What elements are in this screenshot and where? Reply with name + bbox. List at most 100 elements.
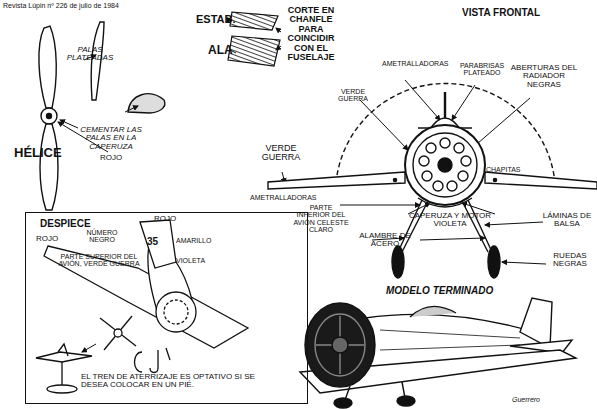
wing-stab-pieces xyxy=(228,36,280,66)
part-label: ESTAB. xyxy=(196,14,236,26)
source-note: Revista Lúpin nº 226 de julio de 1984 xyxy=(3,2,203,9)
leader-lines xyxy=(276,28,281,32)
section-heading: VISTA FRONTAL xyxy=(462,8,562,19)
finished-model-drawing xyxy=(332,337,348,353)
color-label: ROJO xyxy=(36,235,66,243)
exploded-view-box: DESPIECE ROJO NÚMERO NEGRO ROJO PARTE SUPERI… xyxy=(25,212,308,404)
part-label: ALA xyxy=(208,44,238,57)
color-label: ROJO xyxy=(100,154,130,162)
callout-number: 35 xyxy=(147,237,167,248)
color-label: VERDE GUERRA xyxy=(252,144,310,163)
front-view-drawing xyxy=(454,143,464,153)
wing-stab-pieces xyxy=(228,12,280,66)
part-label: PALAS PLATEADAS xyxy=(66,46,114,63)
leader-lines xyxy=(125,106,138,112)
finished-model-drawing xyxy=(520,298,552,348)
exploded-view-drawing xyxy=(156,292,196,332)
finished-model-drawing xyxy=(380,345,520,350)
propeller-drawing xyxy=(39,26,56,108)
color-label: VERDE GUERRA xyxy=(334,88,372,103)
leader-lines xyxy=(60,120,78,128)
part-label: NÚMERO NEGRO xyxy=(78,229,126,244)
front-view-drawing xyxy=(440,138,450,148)
front-view-drawing xyxy=(398,200,422,252)
finished-model-drawing xyxy=(334,398,352,408)
leader-lines xyxy=(502,262,546,264)
exploded-view-drawing xyxy=(135,352,143,372)
leader-lines xyxy=(340,205,420,206)
propeller-drawing xyxy=(128,94,165,113)
color-label: AMARILLO xyxy=(176,237,216,244)
signature: Guerrero xyxy=(512,396,562,403)
part-label: PARABRISAS PLATEADO xyxy=(456,62,508,77)
exploded-view-drawing xyxy=(164,300,188,324)
color-label: VIOLETA xyxy=(176,257,216,264)
front-view-drawing xyxy=(393,178,396,181)
exploded-view-drawing xyxy=(150,350,158,373)
leader-lines xyxy=(360,100,408,150)
front-view-drawing xyxy=(433,181,443,191)
front-view-drawing xyxy=(461,156,471,166)
front-view-drawing xyxy=(419,156,429,166)
finished-model-drawing xyxy=(315,314,365,376)
part-label: CHAPITAS xyxy=(486,166,526,173)
propeller-drawing xyxy=(47,114,52,119)
color-label: CAPERUZA Y MOTOR VIOLETA xyxy=(400,212,500,229)
part-label: LÁMINAS DE BALSA xyxy=(540,212,594,229)
exploded-view-drawing xyxy=(44,246,248,348)
exploded-view-drawing xyxy=(140,220,176,268)
exploded-view-drawing xyxy=(100,318,136,346)
part-label: HÉLICE xyxy=(14,146,74,160)
front-view-drawing xyxy=(485,172,597,189)
box-heading: DESPIECE xyxy=(40,219,120,230)
exploded-view-drawing xyxy=(104,316,132,350)
propeller-drawing xyxy=(41,108,57,124)
front-view-drawing xyxy=(268,83,597,278)
color-label: RUEDAS NEGRAS xyxy=(546,252,594,269)
finished-model-drawing xyxy=(410,306,456,317)
exploded-view-drawing xyxy=(47,385,77,393)
color-label: ABERTURAS DEL RADIADOR NEGRAS xyxy=(508,64,580,89)
leader-lines xyxy=(420,238,485,240)
finished-model-drawing xyxy=(397,396,415,406)
leader-lines xyxy=(452,85,475,120)
front-view-drawing xyxy=(268,172,405,189)
front-view-drawing xyxy=(468,200,492,252)
exploded-view-drawing xyxy=(58,344,68,356)
front-view-drawing xyxy=(392,246,404,278)
leader-lines xyxy=(485,222,543,225)
exploded-view-drawing xyxy=(114,329,122,337)
exploded-view-drawing xyxy=(36,352,92,362)
front-view-drawing xyxy=(422,171,432,181)
section-heading: MODELO TERMINADO xyxy=(386,286,506,297)
front-view-drawing xyxy=(493,178,496,181)
part-label: AMETRALLADORAS xyxy=(382,60,430,67)
front-view-drawing xyxy=(488,246,500,278)
wing-stab-pieces xyxy=(230,12,278,30)
front-view-drawing xyxy=(438,158,452,172)
front-view-drawing xyxy=(447,181,457,191)
front-view-drawing xyxy=(405,125,485,205)
propeller-drawing xyxy=(40,124,58,210)
note-label: CEMENTAR LAS PALAS EN LA CAPERUZA xyxy=(74,126,148,151)
color-label: PARTE INFERIOR DEL AVIÓN CELESTE CLARO xyxy=(292,204,350,233)
exploded-view-drawing xyxy=(166,348,170,360)
finished-model-drawing xyxy=(380,330,520,338)
exploded-view-drawing xyxy=(61,362,62,386)
front-view-drawing xyxy=(426,143,436,153)
note-label: EL TREN DE ATERRIZAJE ES OPTATIVO SI SE … xyxy=(81,373,281,390)
exploded-view-drawing xyxy=(36,220,248,393)
part-label: ALAMBRE DE ACERO xyxy=(358,232,412,249)
leader-lines xyxy=(82,344,96,352)
note-label: CORTE EN CHANFLE PARA COINCIDIR CON EL F… xyxy=(280,6,342,63)
front-view-drawing xyxy=(413,133,477,197)
front-view-drawing xyxy=(402,201,428,252)
finished-model-drawing xyxy=(305,303,375,387)
color-label: PARTE SUPERIOR DEL AVIÓN, VERDE GUERRA xyxy=(54,253,144,268)
color-label: ROJO xyxy=(154,215,184,223)
front-view-drawing xyxy=(458,171,468,181)
part-label: AMETRALLADORAS xyxy=(250,194,330,201)
propeller-drawing xyxy=(39,22,165,210)
finished-model-drawing xyxy=(300,298,576,408)
